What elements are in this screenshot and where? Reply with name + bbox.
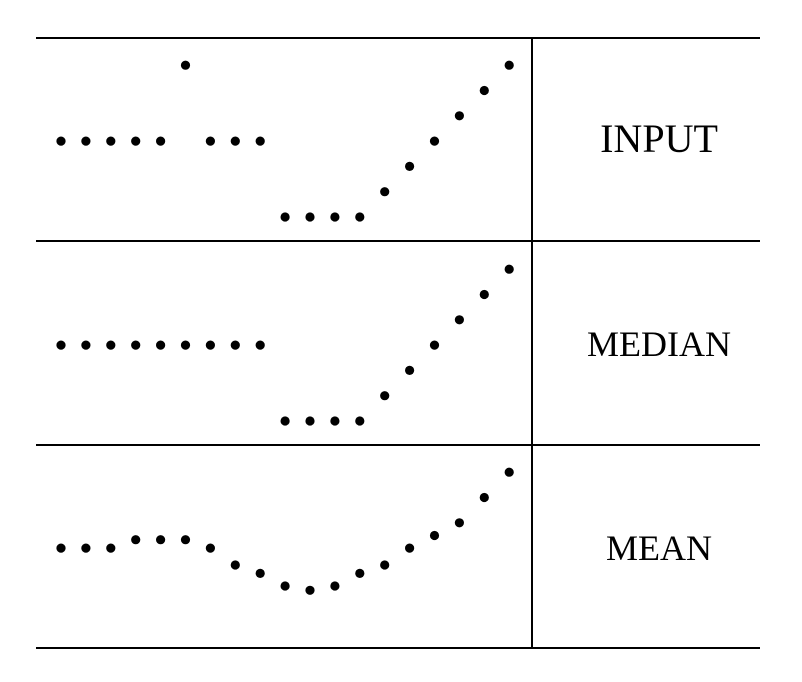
mean-sample-dot — [230, 560, 240, 570]
row-label-mean: MEAN — [606, 528, 712, 568]
mean-sample-dot — [405, 543, 415, 553]
input-sample-dot — [156, 136, 166, 146]
median-sample-dot — [405, 365, 415, 375]
median-sample-dot — [156, 340, 166, 350]
median-sample-dot — [305, 416, 315, 426]
mean-sample-dot — [56, 543, 66, 553]
input-sample-dot — [81, 136, 91, 146]
mean-sample-dot — [479, 492, 489, 503]
median-sample-dot — [106, 340, 116, 350]
median-sample-dot — [429, 340, 440, 350]
input-sample-dot — [380, 187, 390, 197]
row-label-median: MEDIAN — [587, 324, 731, 364]
mean-sample-dot — [454, 518, 464, 528]
mean-sample-dot — [280, 581, 290, 591]
row-label-input: INPUT — [600, 116, 718, 161]
input-sample-dot — [330, 212, 340, 222]
mean-sample-dot — [305, 585, 315, 595]
mean-sample-dot — [156, 535, 166, 545]
mean-sample-dot — [429, 530, 440, 541]
median-signal-dots — [56, 264, 514, 426]
input-sample-dot — [280, 212, 290, 222]
mean-sample-dot — [255, 568, 265, 579]
median-sample-dot — [81, 340, 91, 350]
median-sample-dot — [131, 340, 141, 350]
mean-sample-dot — [380, 560, 390, 570]
median-sample-dot — [454, 315, 464, 325]
input-sample-dot — [106, 136, 116, 146]
median-sample-dot — [205, 340, 215, 350]
input-sample-dot — [305, 212, 315, 222]
mean-sample-dot — [106, 543, 116, 553]
median-sample-dot — [380, 391, 390, 401]
input-sample-dot — [180, 60, 191, 70]
mean-sample-dot — [131, 535, 141, 545]
median-sample-dot — [230, 340, 240, 350]
input-sample-dot — [479, 85, 489, 96]
input-sample-dot — [255, 136, 265, 146]
input-sample-dot — [205, 136, 215, 146]
input-sample-dot — [454, 111, 464, 121]
input-sample-dot — [355, 212, 365, 222]
median-sample-dot — [355, 416, 365, 426]
mean-sample-dot — [355, 568, 365, 579]
mean-signal-dots — [56, 467, 514, 595]
median-sample-dot — [504, 264, 514, 274]
input-sample-dot — [405, 161, 415, 171]
input-sample-dot — [131, 136, 141, 146]
mean-sample-dot — [504, 467, 514, 477]
mean-sample-dot — [205, 543, 215, 553]
median-sample-dot — [479, 289, 489, 300]
mean-sample-dot — [81, 543, 91, 553]
input-signal-dots — [56, 60, 514, 222]
median-sample-dot — [56, 340, 66, 350]
median-sample-dot — [280, 416, 290, 426]
mean-sample-dot — [180, 535, 191, 545]
input-sample-dot — [230, 136, 240, 146]
mean-sample-dot — [330, 581, 340, 591]
median-sample-dot — [330, 416, 340, 426]
median-sample-dot — [180, 340, 191, 350]
input-sample-dot — [504, 60, 514, 70]
median-sample-dot — [255, 340, 265, 350]
input-sample-dot — [429, 136, 440, 146]
input-sample-dot — [56, 136, 66, 146]
